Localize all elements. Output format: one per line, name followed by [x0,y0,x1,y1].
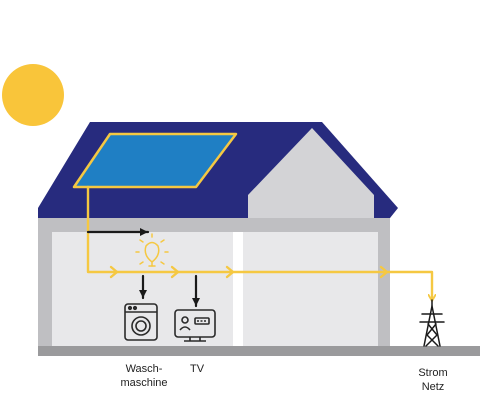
label-washing-machine: Wasch- maschine [112,362,176,390]
energy-flow-lines [86,185,432,300]
solar-panel-icon [72,132,238,189]
light-bulb-icon [135,233,169,267]
flow-chevron-3 [225,265,235,279]
label-power-grid-line2: Netz [421,381,445,393]
gable [248,128,374,218]
washing-machine-icon [124,303,158,341]
label-washing-machine-line1: Wasch- [125,363,163,375]
consumption-arrows [86,228,200,308]
flow-chevron-1 [109,265,119,279]
power-pylon-icon [419,299,445,347]
house [38,218,480,356]
label-power-grid-line1: Strom [418,367,448,379]
interior-divider [233,232,243,346]
sun-icon [2,64,64,126]
label-power-grid: Strom Netz [408,366,458,394]
label-washing-machine-line2: maschine [120,377,168,389]
flow-chevron-2 [170,265,180,279]
ground-strip [38,346,480,356]
flow-chevron-4 [379,265,389,279]
tv-icon [174,309,216,342]
flow-main [86,185,432,300]
label-tv: TV [189,363,205,375]
